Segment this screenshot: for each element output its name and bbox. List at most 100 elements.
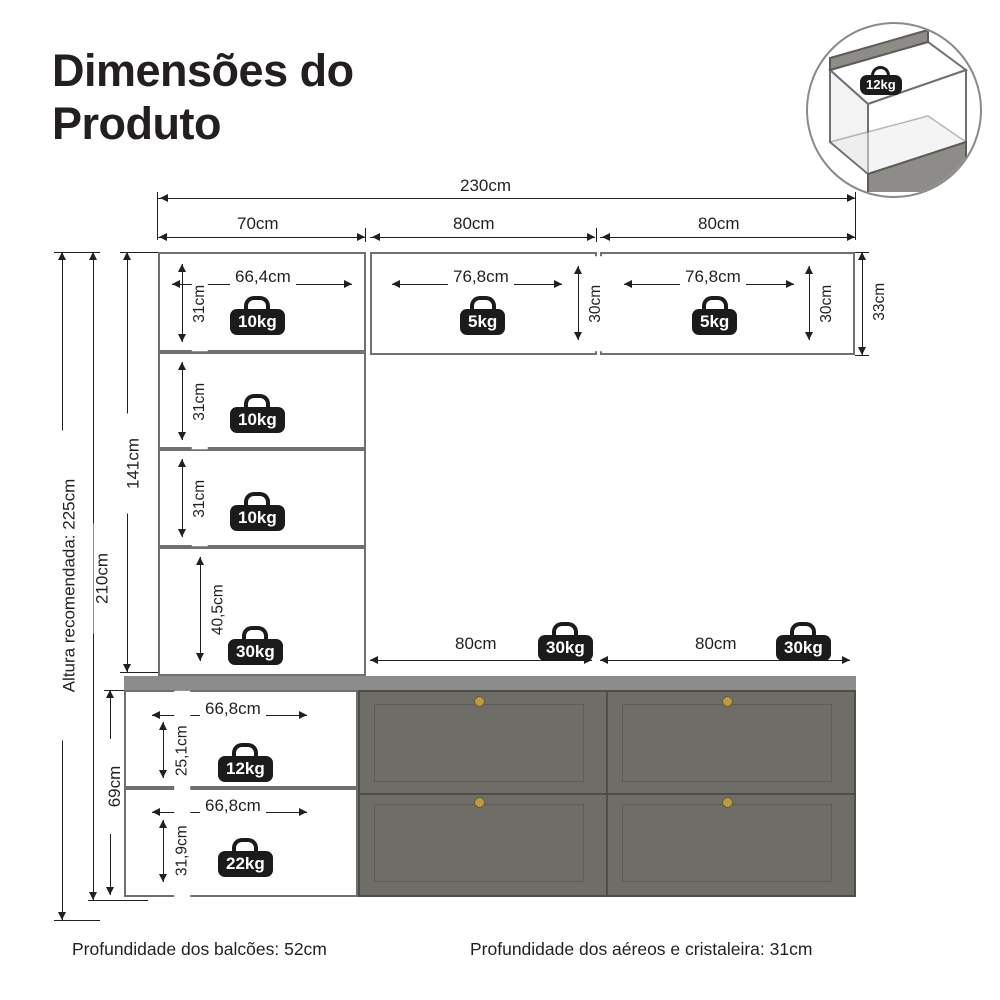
weight-counter-2-label: 30kg: [776, 635, 831, 661]
arrow-right-664: [344, 280, 352, 288]
wall-outer-height-line: [862, 252, 863, 355]
arrow-down-wall1h: [574, 332, 582, 340]
arrow-up-h3: [178, 459, 186, 467]
weight-wall-1: 5kg: [460, 296, 506, 335]
arrow-up-lower2h: [159, 820, 167, 828]
label-total-height: 210cm: [93, 523, 112, 634]
arrow-down-wall2h: [805, 332, 813, 340]
door-panel-3: [374, 804, 584, 882]
knob-1[interactable]: [474, 696, 485, 707]
label-lower-height: 69cm: [105, 739, 124, 834]
arrow-up-wall2h: [805, 266, 813, 274]
weight-handle-icon: [232, 838, 259, 853]
footnote-right: Profundidade dos aéreos e cristaleira: 3…: [470, 939, 813, 959]
weight-tall-1: 10kg: [230, 296, 285, 335]
arrow-down-h1: [178, 334, 186, 342]
tick-bottom-225: [54, 920, 100, 921]
arrow-left-seg3: [602, 233, 610, 241]
weight-handle-icon: [701, 296, 728, 311]
page-title: Dimensões do Produto: [52, 44, 482, 150]
arrow-up-210: [89, 252, 97, 260]
arrow-left-wall2: [624, 280, 632, 288]
weight-wall-2: 5kg: [692, 296, 738, 335]
label-total-width: 230cm: [455, 177, 517, 194]
door-panel-2: [622, 704, 832, 782]
weight-lower-2: 22kg: [218, 838, 273, 877]
label-wall2-width: 76,8cm: [680, 268, 746, 285]
arrow-down-141: [123, 664, 131, 672]
label-seg1: 70cm: [232, 215, 284, 232]
label-counter-seg1: 80cm: [450, 635, 502, 652]
weight-tall-2-label: 10kg: [230, 407, 285, 433]
arrow-left-wall1: [392, 280, 400, 288]
arrow-up-h2: [178, 362, 186, 370]
tick-top-69: [104, 690, 140, 691]
arrow-down-33: [858, 347, 866, 355]
label-wall2-height: 30cm: [818, 256, 835, 352]
arrow-left-lower2: [152, 808, 160, 816]
tick-seg2-right: [596, 228, 597, 242]
weight-counter-2: 30kg: [776, 622, 831, 661]
tick-bottom-33: [855, 355, 869, 356]
counter-seg1-line: [370, 660, 592, 661]
tick-right-230: [855, 192, 856, 240]
door-panel-1: [374, 704, 584, 782]
arrow-down-h2: [178, 432, 186, 440]
tick-bottom-210: [88, 900, 148, 901]
label-tall-h2: 31cm: [191, 354, 208, 450]
weight-lower-1: 12kg: [218, 743, 273, 782]
weight-handle-icon: [242, 626, 269, 641]
arrow-left-seg2: [372, 233, 380, 241]
arrow-up-h1: [178, 264, 186, 272]
arrow-right-lower2: [299, 808, 307, 816]
tick-top-225: [54, 252, 100, 253]
wall1-height-line: [578, 266, 579, 340]
arrow-right-seg3: [847, 233, 855, 241]
label-lower1-width: 66,8cm: [200, 700, 266, 717]
weight-lower-1-label: 12kg: [218, 756, 273, 782]
arrow-down-lower2h: [159, 874, 167, 882]
seg1-line: [157, 237, 365, 238]
arrow-up-33: [858, 252, 866, 260]
weight-tall-2: 10kg: [230, 394, 285, 433]
weight-handle-icon: [790, 622, 817, 637]
arrow-left-counter1: [370, 656, 378, 664]
weight-handle-icon: [469, 296, 496, 311]
label-lower2-width: 66,8cm: [200, 797, 266, 814]
weight-handle-icon: [552, 622, 579, 637]
label-seg2: 80cm: [448, 215, 500, 232]
seg3-line: [600, 237, 855, 238]
weight-wall-2-label: 5kg: [692, 309, 738, 335]
seg2-line: [370, 237, 595, 238]
arrow-up-69: [106, 690, 114, 698]
arrow-down-h4: [196, 653, 204, 661]
label-counter-seg2: 80cm: [690, 635, 742, 652]
knob-2[interactable]: [722, 696, 733, 707]
page-title-line2: Produto: [52, 98, 221, 150]
counter-seg2-line: [600, 660, 850, 661]
lower2-height-line: [163, 820, 164, 882]
arrow-right-seg2: [587, 233, 595, 241]
arrow-right-counter2: [842, 656, 850, 664]
lower1-height-line: [163, 722, 164, 778]
weight-counter-1-label: 30kg: [538, 635, 593, 661]
drawer-detail-circle: 12kg: [806, 22, 982, 198]
label-tall-h1: 31cm: [191, 256, 208, 352]
knob-4[interactable]: [722, 797, 733, 808]
knob-3[interactable]: [474, 797, 485, 808]
tall-shelf-2: [160, 447, 364, 451]
drawer-detail-illustration: [827, 28, 969, 196]
label-lower2-height: 31,9cm: [173, 790, 190, 911]
arrow-down-h3: [178, 529, 186, 537]
label-wall1-height: 30cm: [587, 256, 604, 352]
arrow-up-225: [58, 252, 66, 260]
label-tall-width: 66,4cm: [230, 268, 296, 285]
weight-tall-4-label: 30kg: [228, 639, 283, 665]
arrow-left-664: [172, 280, 180, 288]
inset-weight-label: 12kg: [860, 75, 902, 95]
arrow-right-wall2: [786, 280, 794, 288]
arrow-up-h4: [196, 557, 204, 565]
weight-tall-1-label: 10kg: [230, 309, 285, 335]
tick-bottom-141: [120, 672, 160, 673]
tall-shelf-3: [160, 545, 364, 549]
